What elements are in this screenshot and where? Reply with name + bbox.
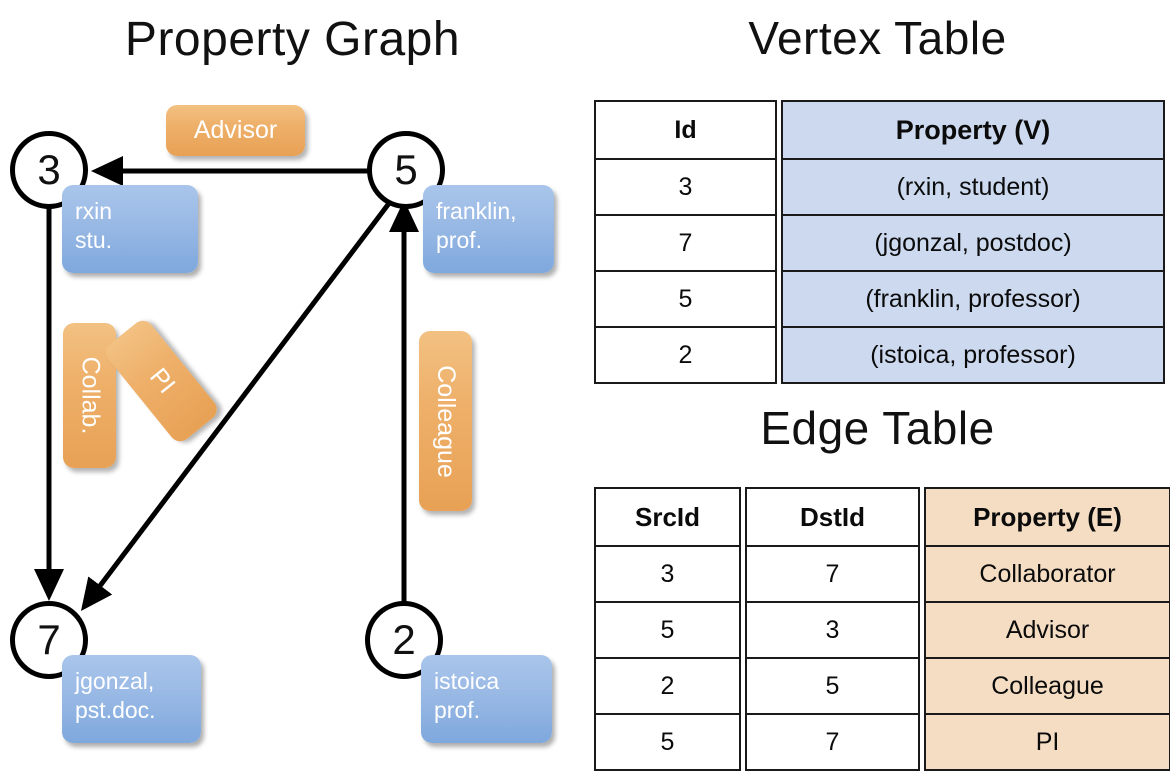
node-5-prop-line1: franklin, (436, 198, 517, 224)
vertex-table-header-property: Property (V) (783, 102, 1163, 158)
graph-node-5[interactable]: 5 (367, 131, 445, 209)
edge-table: SrcId 3 5 2 5 DstId 7 3 5 7 Property (E)… (594, 487, 1170, 771)
table-row: 3 (747, 601, 918, 657)
graph-node-5-property-box: franklin, prof. (423, 185, 554, 273)
node-3-prop-line1: rxin (75, 198, 113, 224)
table-row: 7 (596, 214, 775, 270)
page-title-property-graph: Property Graph (124, 13, 461, 66)
graph-node-7-label: 7 (37, 616, 61, 663)
graph-node-3-label: 3 (37, 146, 61, 193)
edge-5-to-7-pi (80, 200, 392, 611)
edge-label-pi-text: PI (143, 362, 181, 399)
table-row: (jgonzal, postdoc) (783, 214, 1163, 270)
table-row: 2 (596, 657, 739, 713)
page-title-vertex-table: Vertex Table (748, 12, 1007, 64)
node-5-prop-line2: prof. (436, 227, 483, 253)
vertex-table-header-id: Id (674, 115, 697, 144)
table-row: 5 (747, 657, 918, 713)
graph-node-2-property-box: istoica prof. (421, 655, 552, 743)
edge-table-dstid-column: DstId 7 3 5 7 (745, 487, 920, 771)
node-2-prop-line2: prof. (434, 697, 481, 723)
table-row: (franklin, professor) (783, 270, 1163, 326)
edge-label-advisor-text: Advisor (193, 116, 278, 144)
graph-node-5-label: 5 (394, 146, 418, 193)
table-row: 5 (596, 713, 739, 769)
table-row: 5 (596, 601, 739, 657)
table-row: (rxin, student) (783, 158, 1163, 214)
edge-table-header-property: Property (E) (926, 489, 1169, 545)
table-row: Collaborator (926, 545, 1169, 601)
vertex-table: Id 3 7 5 2 Property (V) (rxin, student) … (594, 100, 1165, 384)
table-row: (istoica, professor) (783, 326, 1163, 382)
edge-label-advisor: Advisor (166, 105, 305, 156)
table-row: 3 (596, 158, 775, 214)
graph-node-2[interactable]: 2 (365, 601, 443, 679)
table-row: Colleague (926, 657, 1169, 713)
table-row: PI (926, 713, 1169, 769)
node-7-prop-line1: jgonzal, (75, 668, 155, 694)
edge-table-header-srcid: SrcId (634, 501, 701, 532)
edge-label-collab-text: Collab. (76, 356, 105, 435)
table-row: 7 (747, 545, 918, 601)
edge-label-colleague-text: Colleague (432, 364, 460, 478)
table-row: 5 (596, 270, 775, 326)
edge-table-header-dstid: DstId (800, 501, 865, 532)
edge-table-property-column: Property (E) Collaborator Advisor Collea… (924, 487, 1170, 771)
edge-table-srcid-column: SrcId 3 5 2 5 (594, 487, 741, 771)
property-graph-diagram: 3 rxin stu. 5 franklin, prof. 7 jgonzal,… (0, 0, 585, 760)
edge-label-colleague: Colleague (419, 331, 472, 511)
page-title-edge-table: Edge Table (760, 402, 995, 454)
graph-node-7-property-box: jgonzal, pst.doc. (62, 655, 201, 743)
node-3-prop-line2: stu. (75, 227, 113, 253)
table-row: Advisor (926, 601, 1169, 657)
node-2-prop-line1: istoica (434, 668, 500, 694)
graph-node-3-property-box: rxin stu. (62, 185, 198, 273)
table-row: 2 (596, 326, 775, 382)
table-row: 3 (596, 545, 739, 601)
graph-node-2-label: 2 (392, 616, 416, 663)
graph-edges-svg (34, 156, 419, 611)
table-row: 7 (747, 713, 918, 769)
vertex-table-property-column: Property (V) (rxin, student) (jgonzal, p… (781, 100, 1165, 384)
node-7-prop-line2: pst.doc. (75, 697, 156, 723)
vertex-table-id-column: Id 3 7 5 2 (594, 100, 777, 384)
